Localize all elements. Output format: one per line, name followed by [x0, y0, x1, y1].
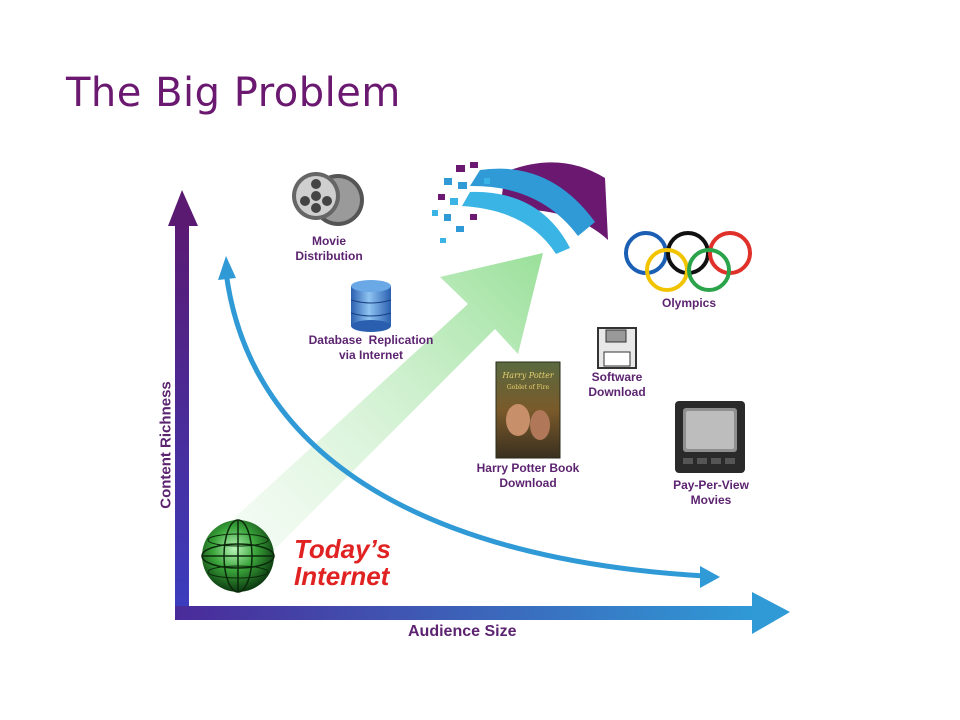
- database-label-line1: Database Replication: [308, 333, 434, 347]
- software-download-label: Software Download: [572, 370, 662, 400]
- y-axis: [168, 190, 198, 620]
- floppy-disk-icon: [597, 327, 637, 369]
- movie-label-line2: Distribution: [295, 249, 363, 263]
- tradeoff-curve: [218, 256, 720, 588]
- olympics-label-line1: Olympics: [661, 296, 717, 310]
- ppv-label-line2: Movies: [690, 493, 732, 507]
- movie-distribution-label: Movie Distribution: [281, 234, 377, 264]
- database-icon: [350, 280, 392, 332]
- todays-internet-line1: Today’s: [294, 534, 391, 564]
- database-label-line2: via Internet: [338, 348, 404, 362]
- film-reel-icon: [292, 172, 364, 226]
- growth-arrow: [232, 253, 543, 556]
- software-label-line1: Software: [591, 370, 643, 384]
- movie-label-line1: Movie: [311, 234, 346, 248]
- logo-swoosh-icon: [432, 162, 608, 254]
- ppv-label-line1: Pay-Per-View: [673, 478, 749, 492]
- page-title: The Big Problem: [66, 70, 401, 116]
- olympics-label: Olympics: [646, 296, 732, 311]
- todays-internet-line2: Internet: [294, 561, 390, 591]
- x-axis: [175, 592, 790, 634]
- book-cover-subtitle: Goblet of Fire: [507, 384, 550, 391]
- y-axis-label: Content Richness: [157, 381, 175, 509]
- harry-potter-label: Harry Potter Book Download: [458, 461, 598, 491]
- globe-icon: [201, 519, 275, 593]
- harry-potter-label-line2: Download: [499, 476, 557, 490]
- book-cover-title: Harry Potter: [501, 371, 554, 380]
- database-replication-label: Database Replication via Internet: [296, 333, 446, 363]
- tv-icon: [675, 401, 745, 473]
- book-cover-icon: Harry Potter Goblet of Fire: [495, 361, 561, 459]
- pay-per-view-label: Pay-Per-View Movies: [656, 478, 766, 508]
- x-axis-label: Audience Size: [408, 623, 517, 640]
- todays-internet-label: Today’s Internet: [294, 536, 391, 590]
- software-label-line2: Download: [588, 385, 646, 399]
- harry-potter-label-line1: Harry Potter Book: [476, 461, 580, 475]
- olympic-rings-icon: [624, 231, 752, 292]
